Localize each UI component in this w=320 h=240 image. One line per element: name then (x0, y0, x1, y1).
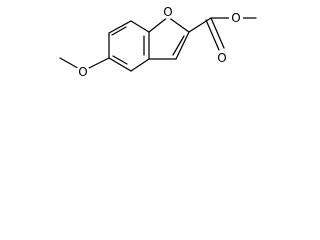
bond-c5-c4 (108, 57, 132, 72)
chemical-structure: O O O O (59, 5, 257, 79)
structure-canvas: O O O O (0, 0, 306, 92)
benzene-ring (108, 20, 150, 72)
bond-carbonyl-o-2 (205, 19, 220, 51)
bond-c5-c4-inner (112, 55, 128, 65)
atom-label-carbonyl-oxygen: O (215, 51, 229, 65)
atom-label-methoxy-oxygen: O (76, 65, 90, 79)
bond-c7a-o1 (148, 16, 169, 33)
ester-oxygen-label: O (231, 11, 240, 25)
bond-o1-c2 (167, 16, 190, 33)
atom-label-ester-oxygen: O (229, 11, 243, 25)
bond-c7a-c7 (130, 20, 150, 33)
bond-c2-carbonyl (188, 17, 212, 33)
methyl-ester-group (188, 17, 257, 51)
furan-ring (148, 16, 190, 60)
bond-carbonyl-o-1 (210, 17, 225, 49)
carbonyl-oxygen-label: O (217, 51, 226, 65)
bond-c2-c3-inner (172, 35, 185, 56)
bond-c2-c3 (175, 31, 190, 60)
bond-c4-c3a (130, 58, 150, 72)
bond-c6-c6-inner (111, 26, 127, 36)
methoxy-oxygen-label: O (78, 65, 87, 79)
atom-label-ring-oxygen: O (161, 5, 175, 19)
bond-c7-c6 (108, 20, 132, 34)
ring-oxygen-label: O (163, 5, 172, 19)
